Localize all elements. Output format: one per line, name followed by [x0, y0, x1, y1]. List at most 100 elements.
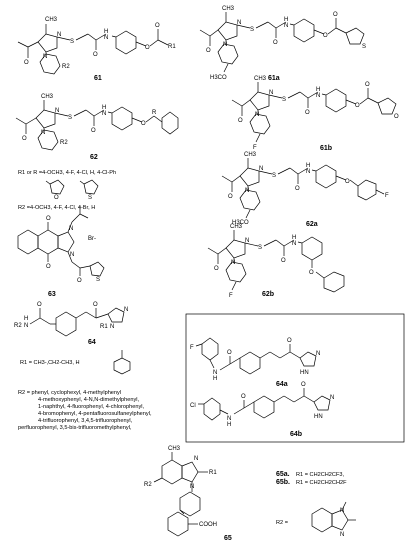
- r1-definition-65a: R1 = CH2CH2CF3,: [296, 472, 344, 478]
- atom-n: N: [316, 351, 320, 357]
- atom-ch3: CH3: [244, 152, 257, 158]
- atom-n: N: [237, 20, 241, 26]
- atom-o: O: [227, 350, 232, 356]
- atom-n: N: [231, 260, 235, 266]
- compound-label-61b: 61b: [320, 145, 332, 152]
- atom-n: N: [213, 370, 217, 376]
- structure-61a: [199, 12, 365, 73]
- compound-label-64a: 64a: [276, 381, 288, 388]
- atom-r2: R2: [144, 482, 152, 488]
- svg-text:perfluorophenyl, 3,5-bis-trifl: perfluorophenyl, 3,5-bis-trifluoromethyl…: [18, 425, 132, 431]
- atom-n: N: [69, 226, 73, 232]
- atom-n: N: [255, 112, 259, 118]
- atom-o: O: [141, 121, 146, 127]
- compound-label-65: 65: [224, 535, 232, 542]
- atom-s: S: [250, 27, 254, 33]
- atom-r2: R2: [14, 323, 22, 329]
- atom-n: N: [227, 416, 231, 422]
- atom-n: N: [70, 252, 74, 258]
- r2-substituent-list-64: R2 = phenyl, cyclophexyl, 4-methylphenyl…: [18, 390, 152, 431]
- benzyl-fragment: [113, 350, 131, 375]
- atom-o: O: [77, 278, 82, 284]
- svg-text:R2 = phenyl, cyclophexyl, 4-me: R2 = phenyl, cyclophexyl, 4-methylphenyl: [18, 390, 121, 396]
- structure-62b: [207, 230, 345, 293]
- atom-n: N: [245, 188, 249, 194]
- atom-s: S: [272, 173, 276, 179]
- atom-o: O: [238, 118, 243, 124]
- atom-o: O: [46, 264, 51, 270]
- compound-label-63: 63: [48, 291, 56, 298]
- atom-o: O: [345, 179, 350, 185]
- atom-n: N: [190, 484, 194, 490]
- atom-s: S: [362, 44, 366, 50]
- atom-n: N: [194, 456, 198, 462]
- atom-o: O: [145, 45, 150, 51]
- atom-r: R: [152, 110, 157, 116]
- r-definition: R1 or R =4-OCH3, 4-F, 4-Cl, H, 4-Cl-Ph: [18, 170, 116, 176]
- atom-n: N: [340, 508, 344, 514]
- atom-o: O: [305, 110, 310, 116]
- structure-63: [17, 206, 105, 277]
- highlight-box: [185, 313, 405, 443]
- atom-n: N: [55, 108, 59, 114]
- atom-n: N: [124, 307, 128, 313]
- atom-o: O: [323, 33, 328, 39]
- atom-o: O: [301, 382, 306, 388]
- atom-o: O: [394, 114, 399, 120]
- atom-n: N: [57, 32, 61, 38]
- atom-ch3: CH3: [222, 6, 235, 12]
- compound-label-61a: 61a: [268, 75, 280, 82]
- atom-s: S: [96, 277, 100, 283]
- atom-r2: R2: [62, 64, 70, 70]
- atom-o: O: [228, 194, 233, 200]
- atom-r1: R1: [168, 44, 176, 50]
- atom-h: H: [104, 29, 108, 35]
- atom-s: S: [88, 195, 92, 201]
- atom-o: O: [155, 23, 160, 29]
- atom-o: O: [24, 60, 29, 66]
- atom-ch3: CH3: [230, 224, 243, 230]
- structure-61: [17, 24, 169, 75]
- atom-ch3: CH3: [41, 94, 54, 100]
- atom-cl: Cl: [190, 403, 196, 409]
- atom-n: N: [316, 93, 320, 99]
- r1-definition-64: R1 = CH3-,CH2-CH3, H: [20, 360, 80, 366]
- atom-n: N: [104, 35, 108, 41]
- svg-text:4-trifluorophenyl, 3,4,5-trifl: 4-trifluorophenyl, 3,4,5-trifluorophenyl…: [38, 418, 133, 424]
- benzimidazole-fragment: [311, 501, 356, 533]
- atom-h: H: [24, 316, 28, 322]
- atom-o: O: [287, 338, 292, 344]
- atom-ch3: CH3: [254, 76, 267, 82]
- counter-ion-br: Br-: [88, 236, 96, 242]
- atom-h: H: [284, 17, 288, 23]
- r2-definition-65: R2 =: [276, 520, 288, 526]
- atom-h: H: [213, 376, 217, 382]
- structure-64a: [195, 337, 317, 375]
- atom-n: N: [110, 324, 114, 330]
- atom-o: O: [241, 394, 246, 400]
- atom-o: O: [333, 12, 338, 18]
- atom-och3: H3CO: [232, 220, 249, 226]
- atom-f: F: [229, 293, 233, 299]
- atom-o: O: [295, 186, 300, 192]
- atom-n: N: [102, 111, 106, 117]
- compound-label-62: 62: [90, 154, 98, 161]
- atom-o: O: [365, 82, 370, 88]
- atom-n: N: [43, 54, 47, 60]
- atom-r1: R1: [100, 324, 108, 330]
- atom-ch3: CH3: [168, 446, 181, 452]
- atom-o: O: [54, 195, 59, 201]
- atom-n: N: [306, 169, 310, 175]
- atom-o: O: [206, 48, 211, 54]
- atom-nh: HN: [314, 414, 323, 420]
- structure-64: [29, 307, 125, 337]
- atom-s: S: [68, 115, 72, 121]
- structure-61b: [231, 82, 397, 143]
- atom-n: N: [24, 323, 28, 329]
- compound-label-64b: 64b: [290, 431, 302, 438]
- atom-n: N: [292, 241, 296, 247]
- structure-62a: [221, 158, 385, 219]
- atom-n: N: [259, 166, 263, 172]
- atom-f: F: [385, 193, 389, 199]
